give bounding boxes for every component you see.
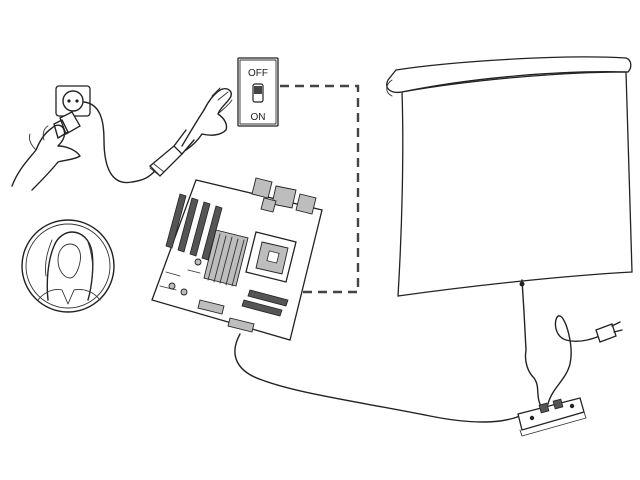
screen-power-cable (521, 279, 541, 405)
loop-cable (547, 315, 605, 405)
switch-dashed-wire (280, 84, 360, 294)
motherboard-power-cable (234, 333, 521, 423)
motherboard-icon (151, 177, 323, 341)
wall-socket-icon (55, 85, 91, 117)
switch-off-label: OFF (248, 68, 268, 79)
loose-plug-icon (595, 321, 623, 343)
hand-icon (11, 124, 81, 191)
hand-holding-clip-icon (181, 87, 233, 151)
alligator-clip-icon (149, 129, 195, 177)
projection-screen-icon (386, 56, 633, 297)
light-switch-icon (237, 57, 279, 127)
woman-portrait-icon (21, 219, 115, 313)
plug-cable (83, 101, 157, 184)
switch-on-label: ON (251, 112, 266, 123)
power-strip-icon (517, 397, 587, 437)
